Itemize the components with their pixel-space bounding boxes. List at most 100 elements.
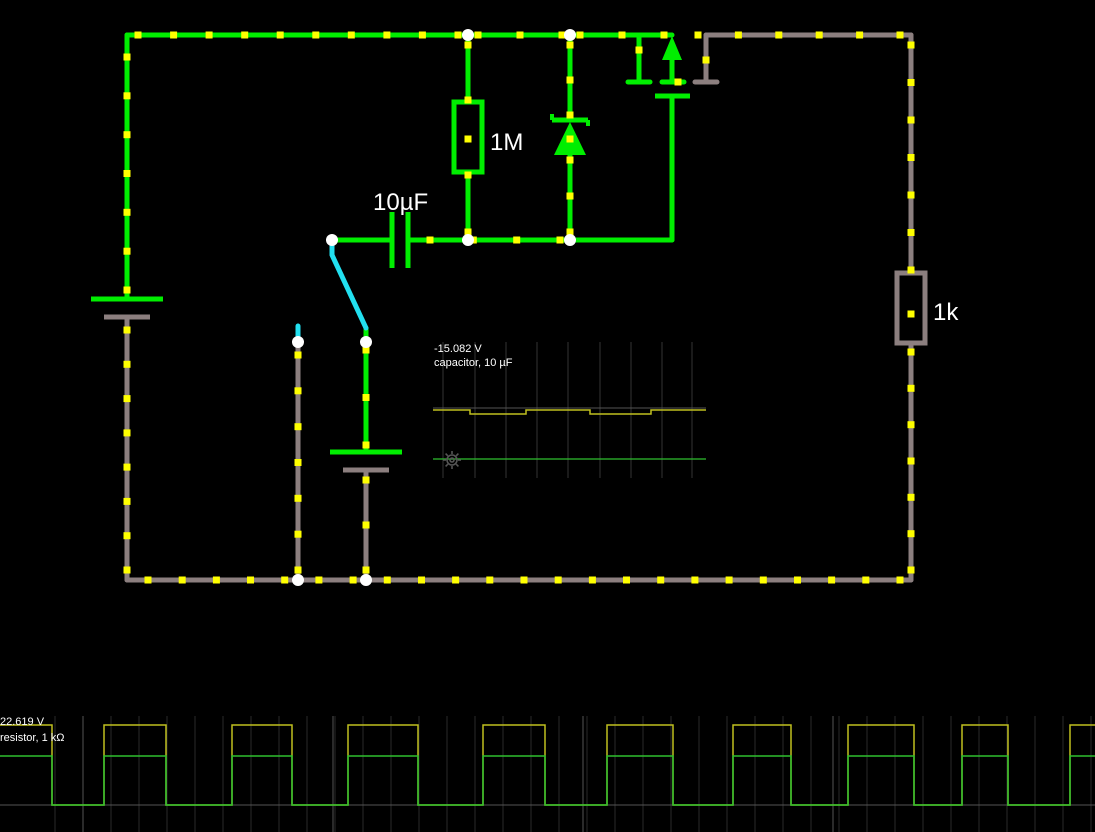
current-dot xyxy=(907,191,915,199)
battery-left[interactable] xyxy=(91,296,163,320)
node-mid-zener[interactable] xyxy=(564,234,576,246)
node-battery2-top[interactable] xyxy=(360,336,372,348)
resistor-scope-reading: 22.619 V xyxy=(0,716,45,728)
current-dot xyxy=(464,41,472,49)
current-dot xyxy=(362,476,370,484)
current-dot xyxy=(660,31,668,39)
current-dot xyxy=(907,310,915,318)
current-dot xyxy=(554,576,562,584)
capacitor-10uf[interactable] xyxy=(389,212,414,268)
zener-diode[interactable] xyxy=(550,114,590,155)
current-dot xyxy=(362,441,370,449)
current-dot xyxy=(362,394,370,401)
current-dot xyxy=(566,111,574,119)
current-dot xyxy=(520,576,528,584)
current-dot xyxy=(674,78,682,86)
current-dot xyxy=(247,576,254,584)
resistor-scope-grid xyxy=(0,716,1095,832)
current-dot xyxy=(691,576,699,584)
current-dot xyxy=(794,576,801,584)
current-dot xyxy=(556,236,564,244)
current-dot xyxy=(294,566,302,574)
wire-cap-to-battery[interactable] xyxy=(329,237,369,331)
current-dot xyxy=(123,395,131,403)
current-dot xyxy=(566,135,574,143)
current-dot xyxy=(623,576,630,584)
mosfet[interactable] xyxy=(655,36,690,99)
current-dot xyxy=(123,53,131,61)
current-dot xyxy=(566,41,574,49)
current-dot xyxy=(618,31,626,39)
current-dot xyxy=(123,170,131,177)
current-dot xyxy=(134,31,142,39)
node-probe-top[interactable] xyxy=(292,336,304,348)
current-dot xyxy=(241,31,249,39)
resistor-scope-current-trace xyxy=(0,755,1095,806)
current-dot xyxy=(907,116,915,124)
resistor-scope[interactable]: 22.619 V resistor, 1 kΩ xyxy=(0,716,1095,832)
current-dot xyxy=(276,31,284,39)
current-dot xyxy=(123,208,131,216)
current-dot xyxy=(347,31,355,39)
current-dot xyxy=(294,423,302,431)
node-bottom-probe[interactable] xyxy=(292,574,304,586)
current-dot xyxy=(759,576,767,584)
capacitor-scope-reading: -15.082 V xyxy=(434,343,482,355)
current-dot xyxy=(513,236,521,244)
current-dot xyxy=(123,463,131,471)
current-dot xyxy=(362,346,370,354)
current-dots xyxy=(123,31,915,584)
current-dot xyxy=(464,171,472,179)
current-dot xyxy=(862,576,870,584)
current-dot xyxy=(123,497,131,505)
current-dot xyxy=(170,31,178,39)
node-top-1m[interactable] xyxy=(462,29,474,41)
current-dot xyxy=(907,493,915,501)
current-dot xyxy=(474,31,482,39)
current-dot xyxy=(828,576,836,584)
node-bottom-battery2[interactable] xyxy=(360,574,372,586)
current-dot xyxy=(123,326,131,334)
current-dot xyxy=(362,566,370,574)
current-dot xyxy=(907,348,915,356)
current-dot xyxy=(294,351,302,359)
current-dot xyxy=(123,131,131,139)
capacitor-scope[interactable]: -15.082 V capacitor, 10 µF xyxy=(433,342,706,478)
current-dot xyxy=(588,576,596,584)
circuit-wires[interactable] xyxy=(124,32,914,583)
current-dot xyxy=(418,576,425,584)
current-dot xyxy=(123,286,131,294)
current-dot xyxy=(464,96,472,104)
resistor-1m-label: 1M xyxy=(490,129,523,156)
node-cap-left[interactable] xyxy=(326,234,338,246)
current-dot xyxy=(896,31,904,39)
current-dot xyxy=(315,576,323,584)
current-dot xyxy=(907,530,915,538)
current-dot xyxy=(907,266,915,274)
gear-icon[interactable] xyxy=(443,451,461,469)
current-dot xyxy=(123,566,131,574)
node-mid-1m[interactable] xyxy=(462,234,474,246)
current-dot xyxy=(281,576,289,584)
current-dot xyxy=(516,31,524,39)
current-dot xyxy=(907,229,915,236)
current-dot xyxy=(123,360,131,368)
current-dot xyxy=(907,384,915,392)
current-dot xyxy=(123,532,131,540)
current-dot xyxy=(464,135,472,143)
current-dot xyxy=(426,236,434,244)
current-dot xyxy=(694,31,702,39)
battery-middle[interactable] xyxy=(330,449,402,473)
current-dot xyxy=(566,228,574,236)
current-dot xyxy=(907,566,915,574)
current-dot xyxy=(349,576,357,584)
current-dot xyxy=(558,31,566,39)
current-dot xyxy=(123,429,131,437)
capacitor-scope-label: capacitor, 10 µF xyxy=(434,357,513,369)
resistor-1k[interactable] xyxy=(894,270,928,346)
current-dot xyxy=(486,576,494,584)
node-top-zener[interactable] xyxy=(564,29,576,41)
capacitor-label: 10µF xyxy=(373,189,428,216)
current-dot xyxy=(566,76,574,84)
